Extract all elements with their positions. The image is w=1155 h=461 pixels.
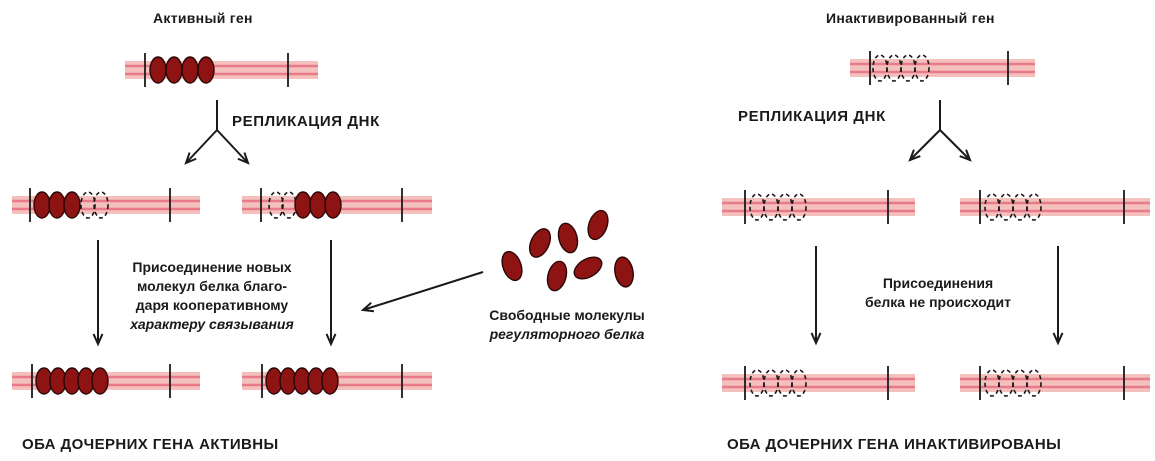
left-binding-note-line-4: характеру связывания (107, 315, 317, 334)
protein-oval-icon (322, 368, 338, 394)
right-arrow-1 (812, 246, 821, 343)
left-replication-fork-right-branch (217, 130, 248, 163)
right-replication-fork-right-branch (940, 130, 970, 160)
free-protein-cluster (498, 208, 635, 293)
protein-oval-icon (310, 192, 326, 218)
left-replication-fork-left-branch (186, 130, 217, 163)
protein-oval-icon (325, 192, 341, 218)
right-no-binding-note: Присоединения белка не происходит (838, 274, 1038, 312)
free-proteins-line-2: регуляторного белка (452, 325, 682, 344)
left-binding-note-line-2: молекул белка благо- (107, 277, 317, 296)
right-replication-fork-left-branch (910, 130, 940, 160)
protein-oval-icon (584, 208, 611, 242)
protein-oval-icon (198, 57, 214, 83)
arrow-shaft (940, 130, 970, 160)
left-binding-note-line-3: даря кооперативному (107, 296, 317, 315)
free-proteins-label: Свободные молекулы регуляторного белка (452, 306, 682, 344)
protein-oval-icon (92, 368, 108, 394)
protein-oval-icon (49, 192, 65, 218)
left-binding-arrow-1 (94, 240, 103, 344)
right-arrow-2 (1054, 246, 1063, 343)
inactivated-gene-title: Инактивированный ген (826, 10, 995, 26)
left-daughter-2-old-proteins (295, 192, 341, 218)
protein-oval-icon (64, 192, 80, 218)
protein-oval-icon (166, 57, 182, 83)
arrow-shaft (217, 130, 248, 163)
active-gene-title: Активный ген (153, 10, 253, 26)
left-result-1-proteins (36, 368, 108, 394)
protein-oval-icon (150, 57, 166, 83)
arrow-shaft (910, 130, 940, 160)
left-replication-label: РЕПЛИКАЦИЯ ДНК (232, 113, 380, 130)
left-binding-note-line-1: Присоединение новых (107, 258, 317, 277)
left-parent-proteins (150, 57, 214, 83)
arrow-shaft (186, 130, 217, 163)
right-no-binding-note-line-1: Присоединения (838, 274, 1038, 293)
left-binding-note: Присоединение новых молекул белка благо-… (107, 258, 317, 334)
dna-band (960, 198, 1150, 216)
right-replication-label: РЕПЛИКАЦИЯ ДНК (738, 108, 886, 125)
dna-band (960, 374, 1150, 392)
protein-oval-icon (613, 256, 636, 289)
left-daughter-1-old-proteins (34, 192, 80, 218)
protein-oval-icon (526, 226, 555, 261)
protein-oval-icon (544, 259, 569, 293)
protein-oval-icon (498, 249, 525, 283)
right-result-label: ОБА ДОЧЕРНИХ ГЕНА ИНАКТИВИРОВАНЫ (727, 436, 1061, 453)
left-result-label: ОБА ДОЧЕРНИХ ГЕНА АКТИВНЫ (22, 436, 279, 453)
right-daughter-dna-1 (722, 190, 915, 224)
arrow-shaft (363, 272, 483, 310)
protein-oval-icon (34, 192, 50, 218)
left-binding-arrow-2 (327, 240, 336, 344)
protein-oval-icon (182, 57, 198, 83)
left-result-2-proteins (266, 368, 338, 394)
right-result-dna-1 (722, 366, 915, 400)
protein-oval-icon (555, 221, 580, 255)
protein-oval-icon (571, 253, 606, 284)
right-no-binding-note-line-2: белка не происходит (838, 293, 1038, 312)
free-proteins-line-1: Свободные молекулы (452, 306, 682, 325)
protein-oval-icon (295, 192, 311, 218)
